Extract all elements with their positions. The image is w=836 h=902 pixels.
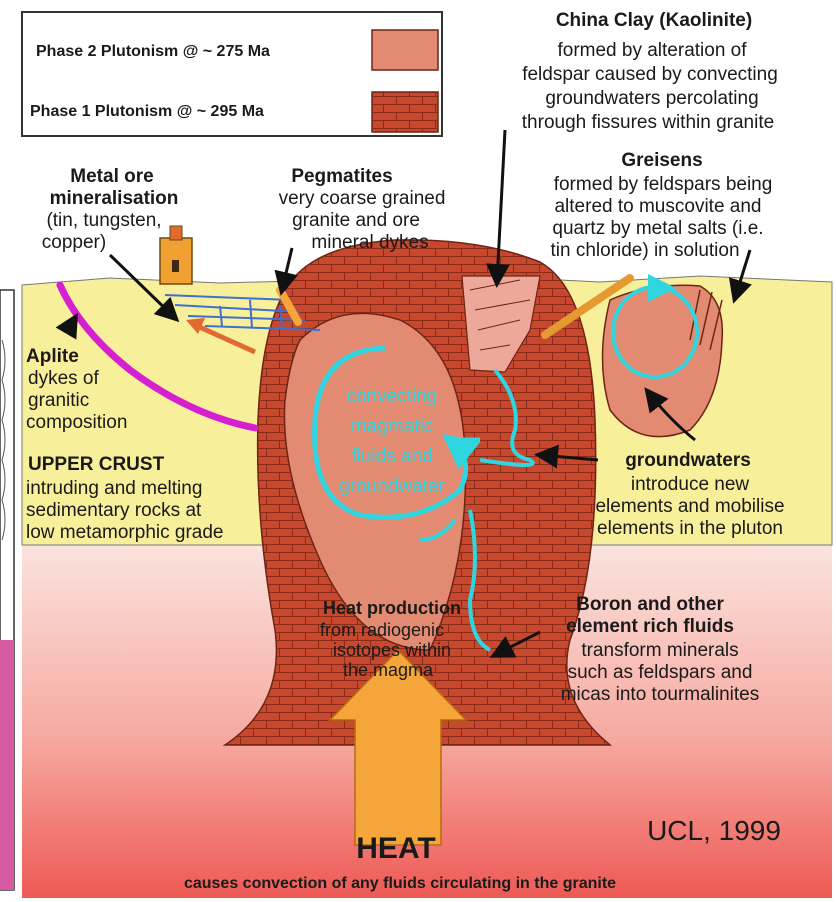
- metal-ore-title-2: mineralisation: [50, 188, 179, 209]
- aplite-line-1: dykes of: [28, 368, 99, 389]
- groundwaters-line-1: introduce new: [631, 474, 750, 495]
- heat-title: HEAT: [356, 832, 435, 865]
- boron-line-1: transform minerals: [581, 640, 738, 661]
- boron-title-1: Boron and other: [576, 594, 724, 615]
- china-clay-annotation: China Clay (Kaolinite) formed by alterat…: [522, 10, 778, 133]
- groundwaters-line-2: elements and mobilise: [595, 496, 784, 517]
- pegmatites-line-2: granite and ore: [292, 210, 420, 231]
- legend-phase1-swatch: [372, 92, 438, 132]
- aplite-line-3: composition: [26, 412, 127, 433]
- heat-production-line-1: Heat production: [323, 598, 461, 618]
- china-clay-line-3: groundwaters percolating: [545, 88, 758, 109]
- convecting-line-1: convecting: [347, 386, 438, 407]
- metal-ore-title-1: Metal ore: [70, 166, 153, 187]
- pegmatites-title: Pegmatites: [291, 166, 392, 187]
- legend: Phase 2 Plutonism @ ~ 275 Ma Phase 1 Plu…: [22, 12, 442, 136]
- aplite-line-2: granitic: [28, 390, 89, 411]
- legend-phase2-label: Phase 2 Plutonism @ ~ 275 Ma: [36, 43, 270, 60]
- upper-crust-title: UPPER CRUST: [28, 454, 165, 475]
- upper-crust-line-3: low metamorphic grade: [26, 522, 223, 543]
- convecting-line-3: fluids and: [351, 446, 432, 467]
- heat-production-line-3: isotopes within: [333, 640, 451, 660]
- heat-production-line-2: from radiogenic: [320, 620, 444, 640]
- china-clay-line-2: feldspar caused by convecting: [522, 64, 778, 85]
- adjacent-slide-strip: [0, 290, 14, 890]
- metal-ore-line-1: (tin, tungsten,: [46, 210, 161, 231]
- groundwaters-line-3: elements in the pluton: [597, 518, 783, 539]
- legend-phase2-swatch: [372, 30, 438, 70]
- pegmatites-line-1: very coarse grained: [279, 188, 446, 209]
- boron-line-2: such as feldspars and: [568, 662, 753, 683]
- heat-caption: causes convection of any fluids circulat…: [184, 875, 616, 892]
- convecting-line-2: magmatic: [351, 416, 433, 437]
- upper-crust-line-1: intruding and melting: [26, 478, 202, 499]
- greisens-line-4: tin chloride) in solution: [550, 240, 739, 261]
- china-clay-title: China Clay (Kaolinite): [556, 10, 752, 31]
- groundwaters-title: groundwaters: [625, 450, 751, 471]
- heat-production-line-4: the magma: [343, 660, 434, 680]
- credit-label: UCL, 1999: [647, 815, 781, 846]
- china-clay-line-1: formed by alteration of: [557, 40, 747, 61]
- boron-title-2: element rich fluids: [566, 616, 734, 637]
- greisens-line-2: altered to muscovite and: [554, 196, 761, 217]
- greisens-line-1: formed by feldspars being: [554, 174, 773, 195]
- boron-line-3: micas into tourmalinites: [561, 684, 760, 705]
- pegmatites-line-3: mineral dykes: [311, 232, 428, 253]
- legend-phase1-label: Phase 1 Plutonism @ ~ 295 Ma: [30, 103, 264, 120]
- convecting-line-4: groundwater: [339, 476, 445, 497]
- upper-crust-line-2: sedimentary rocks at: [26, 500, 202, 521]
- greisens-title: Greisens: [621, 150, 702, 171]
- aplite-title: Aplite: [26, 346, 79, 367]
- metal-ore-line-2: copper): [42, 232, 106, 253]
- china-clay-line-4: through fissures within granite: [522, 112, 774, 133]
- greisens-line-3: quartz by metal salts (i.e.: [552, 218, 763, 239]
